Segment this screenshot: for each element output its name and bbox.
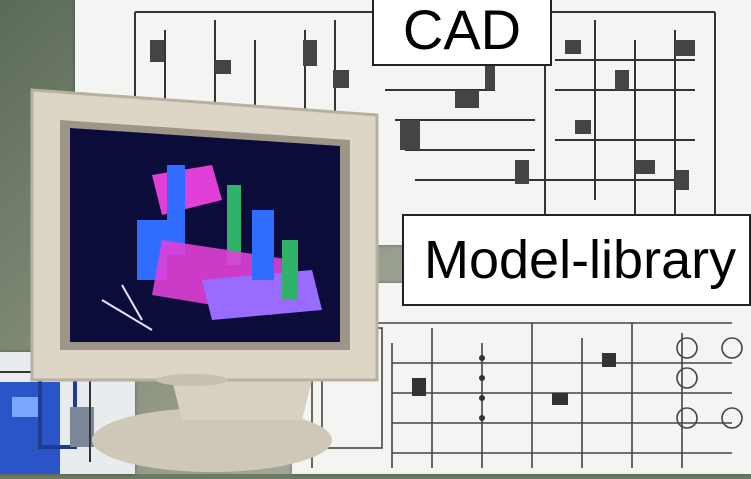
blueprint-diagram (0, 371, 120, 474)
schematic-diagram-bottom (311, 322, 743, 468)
cad-label: CAD (372, 0, 552, 66)
3d-cad-model (101, 165, 322, 331)
schematic-diagram-top (134, 11, 716, 230)
crt-monitor (12, 80, 382, 474)
model-library-label: Model-library (402, 214, 751, 306)
crt-monitor-icon (30, 88, 379, 472)
